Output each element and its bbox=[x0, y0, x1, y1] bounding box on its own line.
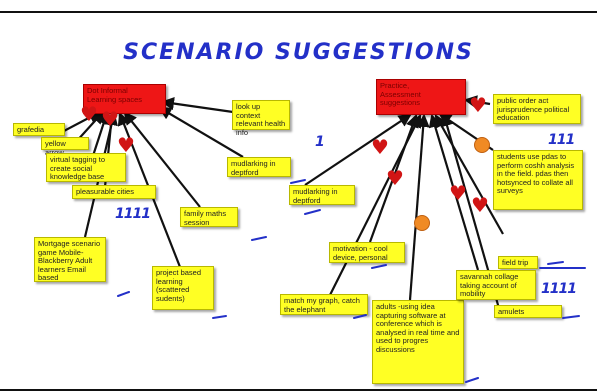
note-virtual-tagging[interactable]: virtual tagging to create social knowled… bbox=[46, 153, 126, 182]
note-public-order[interactable]: public order act jurisprudence political… bbox=[493, 94, 581, 124]
bottom-rule bbox=[0, 389, 597, 391]
orange-dot-icon bbox=[474, 137, 490, 153]
heart-icon: ♥ bbox=[101, 107, 119, 131]
heart-icon: ♥ bbox=[80, 102, 98, 126]
note-field-trip[interactable]: field trip bbox=[498, 256, 538, 269]
heart-icon: ♥ bbox=[117, 133, 135, 157]
note-motivation[interactable]: motivation - cool device, personal bbox=[329, 242, 405, 263]
note-look-up-context[interactable]: look up context relevant health info bbox=[232, 100, 290, 136]
note-project-based[interactable]: project based learning (scattered sudent… bbox=[152, 266, 214, 310]
top-rule bbox=[0, 11, 597, 13]
note-family-maths[interactable]: family maths session bbox=[180, 207, 238, 227]
note-match-graph[interactable]: match my graph, catch the elephant bbox=[280, 294, 368, 315]
tally-mark: 1111 bbox=[541, 281, 577, 297]
hub-informal-learning[interactable]: Dot Informal Learning spaces bbox=[83, 84, 166, 114]
hub-assessment[interactable]: Practice, Assessment suggestions bbox=[376, 79, 466, 115]
heart-icon: ♥ bbox=[371, 135, 389, 159]
note-adults-idea[interactable]: adults -using idea capturing software at… bbox=[372, 300, 464, 384]
heart-icon: ♥ bbox=[471, 193, 489, 217]
note-amulets[interactable]: amulets bbox=[494, 305, 562, 318]
note-students-pdas[interactable]: students use pdas to perform coshh analy… bbox=[493, 150, 583, 210]
note-pleasurable-cities[interactable]: pleasurable cities bbox=[72, 185, 156, 199]
note-mudlarking-left[interactable]: mudlarking in deptford bbox=[227, 157, 291, 177]
note-mortgage[interactable]: Mortgage scenario game Mobile-Blackberry… bbox=[34, 237, 106, 282]
heart-icon: ♥ bbox=[449, 181, 467, 205]
heart-icon: ♥ bbox=[469, 93, 487, 117]
note-yellow-arrow[interactable]: yellow arrow bbox=[41, 137, 89, 156]
tally-mark: 111 bbox=[548, 132, 575, 148]
tally-mark: 1 bbox=[315, 134, 325, 150]
orange-dot-icon bbox=[414, 215, 430, 231]
heart-icon: ♥ bbox=[386, 166, 404, 190]
note-savannah[interactable]: savannah collage taking account of mobil… bbox=[456, 270, 536, 300]
page-title: SCENARIO SUGGESTIONS bbox=[123, 40, 474, 65]
tally-mark: 1111 bbox=[115, 206, 151, 222]
note-mudlarking-right[interactable]: mudlarking in deptford bbox=[289, 185, 355, 205]
note-grafedia[interactable]: grafedia bbox=[13, 123, 65, 136]
